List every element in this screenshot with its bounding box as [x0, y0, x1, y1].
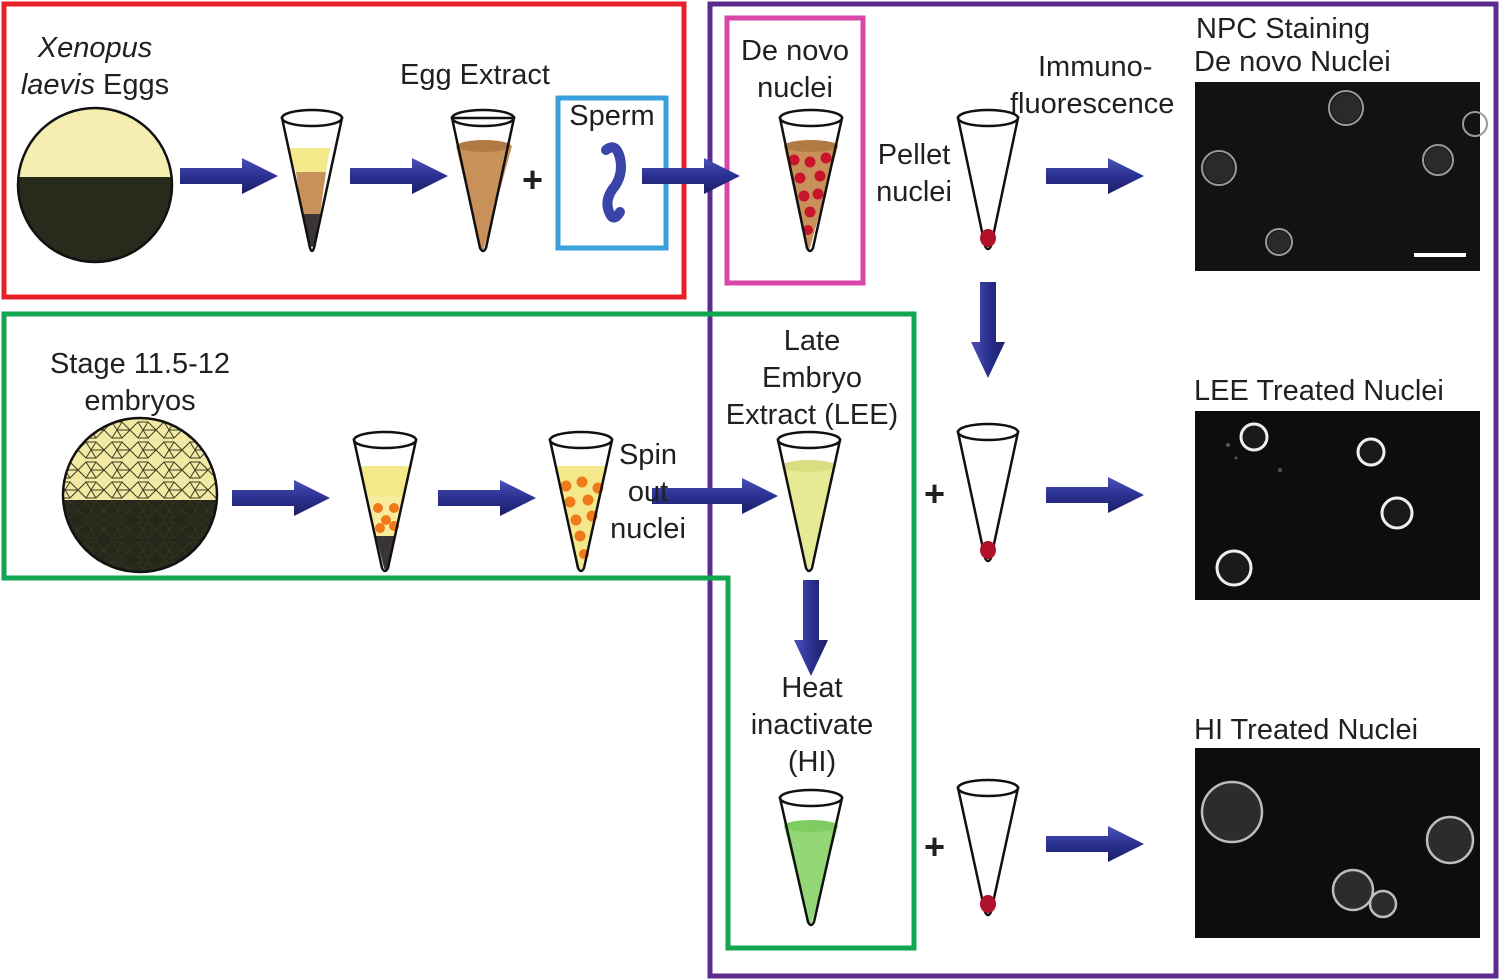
heat-line2: inactivate: [750, 709, 874, 741]
heat-line1: Heat: [781, 672, 843, 704]
tube-de-novo-icon: [778, 108, 844, 253]
de-novo-line1: De novo: [740, 35, 849, 67]
heat-label: Heat inactivate (HI): [712, 670, 912, 781]
npc-title-line1: NPC Staining: [1196, 13, 1371, 45]
plus-sign: +: [522, 159, 544, 200]
arrow-right-icon: [180, 158, 278, 194]
egg-label: Xenopus laevis Eggs: [10, 30, 180, 104]
spin-line1: Spin: [618, 439, 678, 471]
arrow-right-icon: [350, 158, 448, 194]
micrograph-hi: [1195, 748, 1480, 938]
tube-pellet-icon: [956, 778, 1020, 917]
arrow-right-icon: [1046, 826, 1144, 862]
lee-line2: Embryo: [762, 362, 862, 394]
pellet-line2: nuclei: [876, 176, 952, 208]
embryo-icon: [61, 416, 219, 574]
arrow-down-icon: [794, 580, 828, 676]
stage-line2: embryos: [84, 385, 196, 417]
stage-line1: Stage 11.5-12: [49, 348, 231, 380]
de-novo-line2: nuclei: [757, 72, 833, 104]
micrograph-de-novo: [1195, 82, 1488, 271]
hi-title: HI Treated Nuclei: [1194, 714, 1419, 746]
arrow-right-icon: [652, 478, 778, 514]
arrows: [180, 158, 1144, 862]
lee-line3: Extract (LEE): [725, 399, 899, 431]
tube-pellet-icon: [956, 108, 1020, 251]
lee-line1: Late: [783, 325, 841, 357]
arrow-right-icon: [1046, 477, 1144, 513]
eggs-word: Eggs: [103, 69, 170, 101]
sperm-icon: [601, 142, 626, 223]
pellet-line1: Pellet: [877, 139, 951, 171]
tube-lee-icon: [776, 430, 842, 573]
arrow-right-icon: [1046, 158, 1144, 194]
xenopus-egg-icon: [16, 106, 174, 264]
species-name-line2: laevis: [20, 69, 95, 101]
arrow-down-icon: [971, 282, 1005, 378]
red-box: [1, 1, 687, 300]
lee-title: LEE Treated Nuclei: [1194, 375, 1444, 407]
tube-pellet-icon: [956, 422, 1020, 563]
heat-line3: (HI): [787, 746, 837, 778]
egg-extract-label: Egg Extract: [400, 59, 550, 91]
species-name-line1: Xenopus: [37, 32, 153, 64]
pellet-label: Pellet nuclei: [864, 137, 964, 211]
npc-title-line2: De novo Nuclei: [1194, 46, 1391, 78]
de-novo-label: De novo nuclei: [727, 33, 863, 107]
sperm-label: Sperm: [569, 100, 655, 132]
arrow-right-icon: [438, 480, 536, 516]
arrow-right-icon: [642, 158, 740, 194]
plus-sign: +: [924, 473, 946, 514]
magenta-box: [724, 15, 866, 286]
tube-layered-icon: [280, 108, 344, 253]
plus-sign: +: [924, 826, 946, 867]
tube-embryo-layered-icon: [352, 430, 418, 573]
arrow-right-icon: [232, 480, 330, 516]
immuno-line2: fluorescence: [1010, 88, 1175, 120]
tube-hi-icon: [778, 788, 844, 927]
spin-label: Spin out nuclei: [606, 437, 690, 548]
spin-line3: nuclei: [610, 513, 686, 545]
green-box: [1, 311, 917, 951]
spin-line2: out: [627, 476, 669, 508]
scale-bar: [1414, 253, 1466, 257]
tube-egg-extract-icon: [450, 108, 516, 253]
immuno-line1: Immuno-: [1038, 51, 1153, 83]
stage-label: Stage 11.5-12 embryos: [30, 346, 250, 420]
tube-spin-out-icon: [548, 430, 614, 573]
lee-label: Late Embryo Extract (LEE): [712, 323, 912, 434]
micrograph-lee: [1195, 411, 1480, 600]
